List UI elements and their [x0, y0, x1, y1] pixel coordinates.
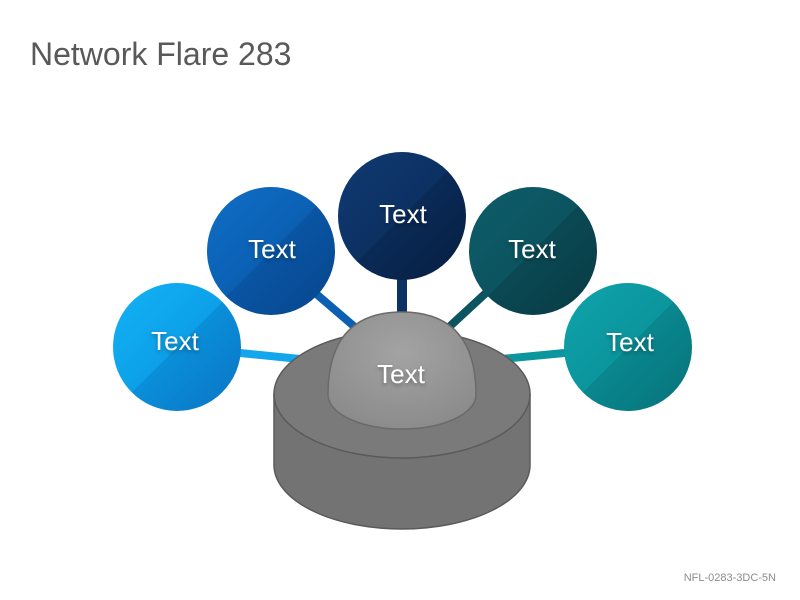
node-3[interactable]: Text [338, 152, 466, 280]
node-5[interactable]: Text [564, 283, 692, 411]
node-3-circle [338, 152, 466, 280]
node-2-label: Text [248, 234, 296, 264]
node-2[interactable]: Text [207, 187, 335, 315]
hub-label: Text [377, 359, 425, 389]
footer-code: NFL-0283-3DC-5N [683, 572, 776, 584]
node-1[interactable]: Text [113, 283, 241, 411]
hub-dome [327, 311, 477, 430]
node-1-circle [113, 283, 241, 411]
node-4-circle [469, 187, 597, 315]
node-5-circle [564, 283, 692, 411]
node-4-label: Text [508, 234, 556, 264]
node-2-circle [207, 187, 335, 315]
node-3-label: Text [379, 199, 427, 229]
node-4[interactable]: Text [469, 187, 597, 315]
node-1-label: Text [151, 326, 199, 356]
page-title: Network Flare 283 [30, 36, 292, 72]
node-5-label: Text [606, 327, 654, 357]
hub: Text [273, 311, 531, 530]
